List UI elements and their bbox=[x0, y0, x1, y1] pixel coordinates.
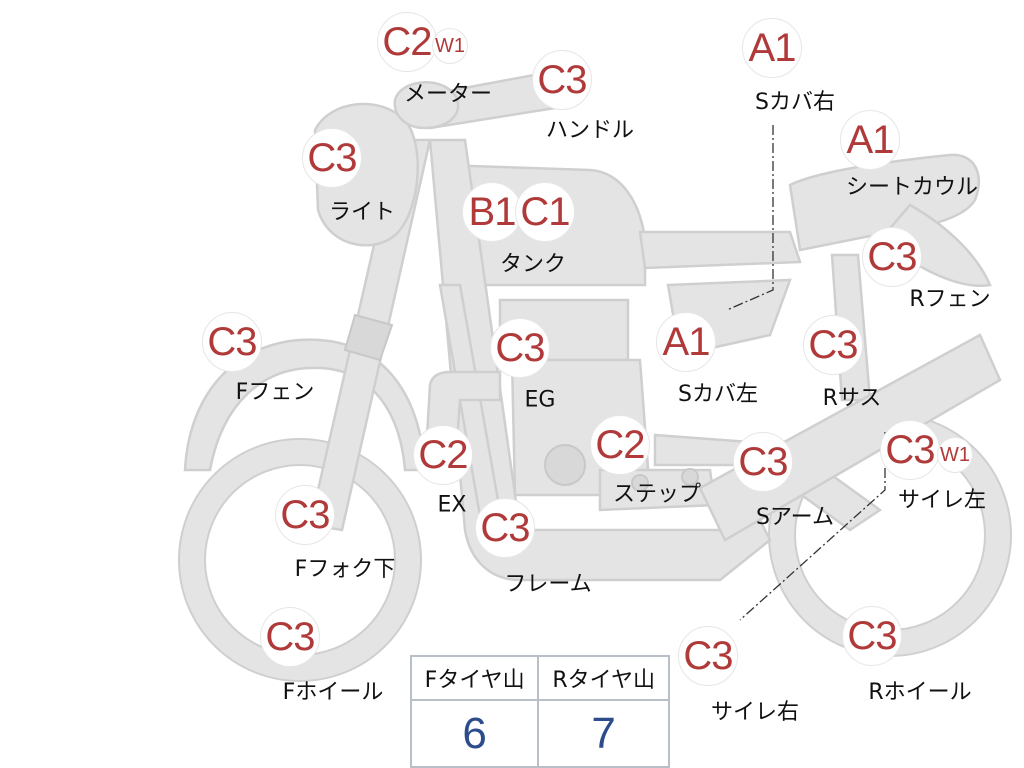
meter-shape bbox=[393, 81, 460, 130]
rear-wheel-grade-badge: C3 bbox=[842, 606, 902, 666]
rear-tread-header: Rタイヤ山 bbox=[537, 655, 670, 701]
muffler-right-grade-badge: C3 bbox=[678, 626, 738, 686]
rear-sus-label: Rサス bbox=[822, 386, 882, 411]
engine-grade-badge: C3 bbox=[490, 318, 550, 378]
meter-grade-badge: C2 bbox=[377, 12, 437, 72]
front-wheel-label: Fホイール bbox=[282, 680, 384, 705]
light-grade-badge: C3 bbox=[302, 128, 362, 188]
muffler-left-grade-badge: C3 bbox=[880, 420, 940, 480]
front-tread-header: Fタイヤ山 bbox=[409, 655, 540, 701]
muffler-right-label: サイレ右 bbox=[710, 700, 800, 725]
frame-grade-badge: C3 bbox=[475, 498, 535, 558]
front-tread-value[interactable]: 6 bbox=[409, 699, 540, 768]
exhaust-grade-badge: C2 bbox=[413, 425, 473, 485]
side-cover-left-label: Sカバ左 bbox=[678, 382, 758, 407]
front-wheel-grade-badge: C3 bbox=[260, 607, 320, 667]
rear-tread-value[interactable]: 7 bbox=[537, 699, 670, 768]
exhaust-label: EX bbox=[437, 492, 467, 518]
front-fork-label: Fフォク下 bbox=[294, 557, 396, 582]
light-label: ライト bbox=[328, 200, 396, 225]
side-cover-right-label: Sカバ右 bbox=[755, 90, 835, 115]
side-cover-right-grade-badge: A1 bbox=[742, 18, 802, 78]
muffler-left-extra-badge: W1 bbox=[937, 437, 973, 473]
rear-fender-grade-badge: C3 bbox=[862, 227, 922, 287]
front-fender-grade-badge: C3 bbox=[202, 312, 262, 372]
muffler-left-label: サイレ左 bbox=[897, 488, 987, 513]
frame-label: フレーム bbox=[504, 572, 592, 597]
step-grade-badge: C2 bbox=[590, 415, 650, 475]
tank-grade2-badge: C1 bbox=[515, 182, 575, 242]
handle-label: ハンドル bbox=[545, 118, 635, 143]
rear-sus-grade-badge: C3 bbox=[803, 315, 863, 375]
tire-tread-table: Fタイヤ山 Rタイヤ山 6 7 bbox=[409, 655, 670, 768]
rear-wheel-label: Rホイール bbox=[868, 680, 972, 705]
meter-label: メーター bbox=[403, 82, 493, 107]
side-cover-right-leader bbox=[726, 125, 774, 311]
step-label: ステップ bbox=[612, 482, 702, 507]
swing-arm-label: Sアーム bbox=[756, 505, 834, 530]
side-cover-left-grade-badge: A1 bbox=[656, 312, 716, 372]
engine-label: EG bbox=[524, 387, 556, 413]
meter-extra-badge: W1 bbox=[432, 28, 468, 64]
seat-cowl-label: シートカウル bbox=[845, 175, 979, 200]
handle-grade-badge: C3 bbox=[532, 50, 592, 110]
front-fender-label: Fフェン bbox=[235, 380, 315, 405]
swing-arm-grade-badge: C3 bbox=[733, 432, 793, 492]
seat-cowl-grade-badge: A1 bbox=[840, 110, 900, 170]
tank-label: タンク bbox=[499, 252, 567, 277]
seat-shape bbox=[638, 230, 802, 270]
front-fork-grade-badge: C3 bbox=[275, 485, 335, 545]
tank-grade-badge: B1 bbox=[462, 182, 522, 242]
front-wheel-shape bbox=[179, 439, 421, 681]
rear-fender-label: Rフェン bbox=[909, 287, 991, 312]
